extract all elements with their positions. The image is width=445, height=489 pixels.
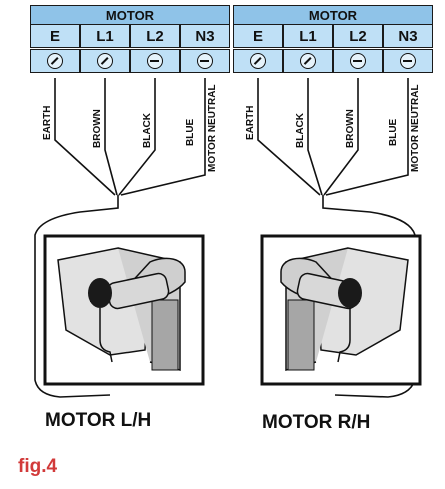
wire-label-brown: BROWN xyxy=(92,109,103,148)
wire-cable-left xyxy=(34,195,119,398)
screw-icon xyxy=(97,53,113,69)
motor-illustration-right xyxy=(260,234,422,386)
terminal-label-n3: N3 xyxy=(383,24,433,48)
motor-title-left: MOTOR L/H xyxy=(45,410,152,431)
screw-icon xyxy=(300,53,316,69)
wire-l1-left xyxy=(104,78,118,196)
screw-icon xyxy=(197,53,213,69)
terminal-screw-l1 xyxy=(80,49,130,73)
terminal-label-l1: L1 xyxy=(80,24,130,48)
screw-icon xyxy=(47,53,63,69)
terminal-screw-e xyxy=(30,49,80,73)
wire-l2-left xyxy=(118,78,156,196)
terminal-screw-l2 xyxy=(333,49,383,73)
terminal-label-n3: N3 xyxy=(180,24,230,48)
wire-label-black: BLACK xyxy=(295,113,306,148)
wire-label-blue: BLUE xyxy=(388,118,399,146)
screw-icon xyxy=(147,53,163,69)
wire-earth-right xyxy=(257,78,321,196)
terminal-block-right: MOTOR E L1 L2 N3 xyxy=(233,5,433,77)
terminal-block-left: MOTOR E L1 L2 N3 xyxy=(30,5,230,77)
screw-icon xyxy=(350,53,366,69)
terminal-label-e: E xyxy=(233,24,283,48)
terminal-screw-n3 xyxy=(180,49,230,73)
wire-label-motor-neutral: MOTOR NEUTRAL xyxy=(410,84,421,172)
wire-label-motor-neutral: MOTOR NEUTRAL xyxy=(207,84,218,172)
wire-n3-left xyxy=(120,78,206,196)
wire-label-earth: EARTH xyxy=(42,105,53,140)
wire-label-blue: BLUE xyxy=(185,118,196,146)
wire-n3-right xyxy=(325,78,409,196)
wire-l2-right xyxy=(323,78,359,196)
terminal-label-l2: L2 xyxy=(130,24,180,48)
terminal-screw-l2 xyxy=(130,49,180,73)
motor-title-right: MOTOR R/H xyxy=(262,412,371,433)
wire-label-brown: BROWN xyxy=(345,109,356,148)
terminal-label-l2: L2 xyxy=(333,24,383,48)
terminal-label-l1: L1 xyxy=(283,24,333,48)
screw-icon xyxy=(400,53,416,69)
figure-caption: fig.4 xyxy=(18,456,58,477)
wire-label-earth: EARTH xyxy=(245,105,256,140)
wire-label-black: BLACK xyxy=(142,113,153,148)
wire-earth-left xyxy=(54,78,116,196)
screw-icon xyxy=(250,53,266,69)
terminal-screw-l1 xyxy=(283,49,333,73)
terminal-screw-n3 xyxy=(383,49,433,73)
terminal-screw-e xyxy=(233,49,283,73)
terminal-label-e: E xyxy=(30,24,80,48)
wire-l1-right xyxy=(307,78,323,196)
motor-illustration-left xyxy=(43,234,205,386)
wire-bundle-left xyxy=(34,78,206,398)
